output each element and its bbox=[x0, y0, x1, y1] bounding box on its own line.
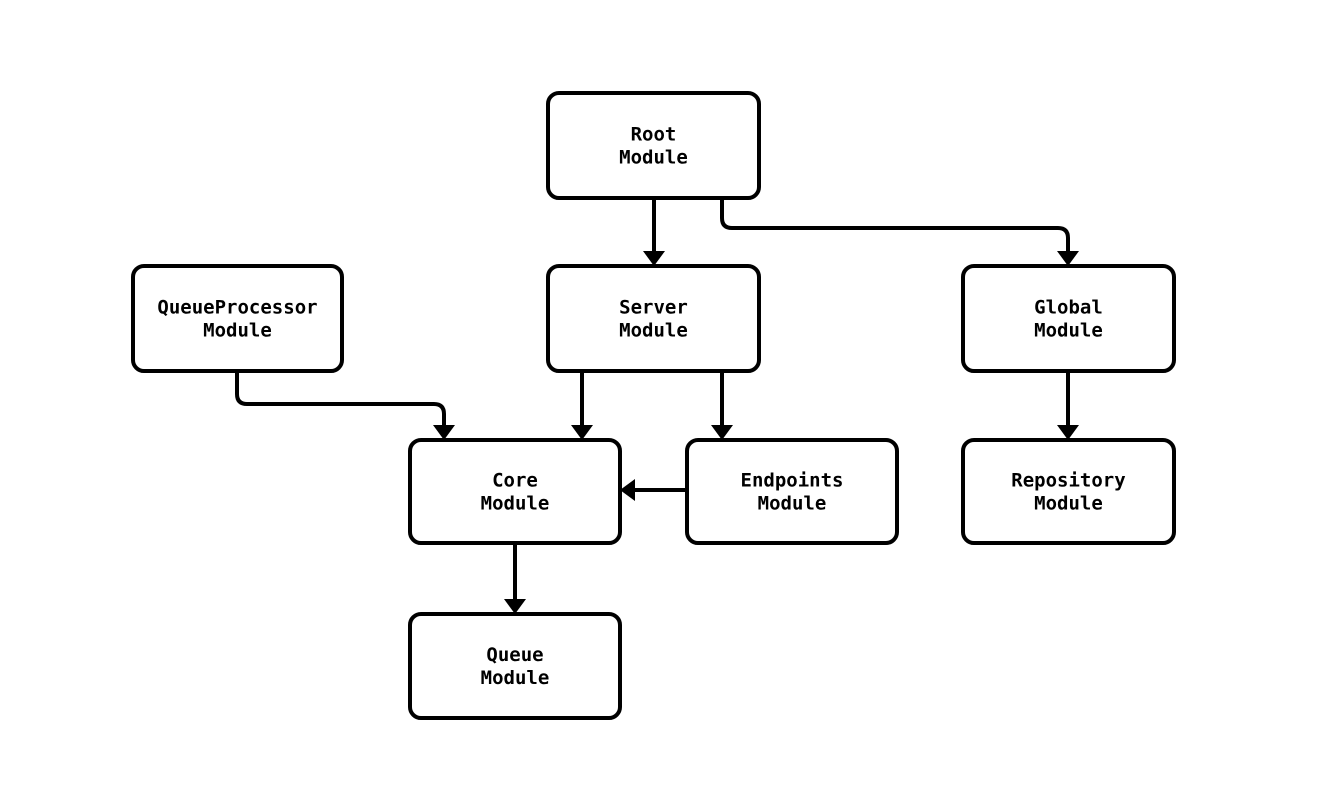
core-module-label-line2: Module bbox=[481, 492, 550, 514]
repository-module-box[interactable] bbox=[961, 438, 1176, 545]
endpoints-module-label-line1: Endpoints bbox=[741, 469, 844, 491]
edge-endpoints-to-core-arrowhead-icon bbox=[620, 479, 635, 501]
repository-module-label-line1: Repository bbox=[1011, 469, 1125, 491]
edge-root-to-server-arrowhead-icon bbox=[643, 251, 665, 266]
edge-root-to-global-arrowhead-icon bbox=[1057, 251, 1079, 266]
edge-queueprocessor-to-core-line bbox=[235, 371, 446, 425]
edge-server-to-endpoints bbox=[711, 371, 733, 440]
edge-queueprocessor-to-core-arrowhead-icon bbox=[433, 425, 455, 440]
global-module-label-line1: Global bbox=[1034, 296, 1103, 318]
core-module-box[interactable] bbox=[408, 438, 622, 545]
queueprocessor-module-box[interactable] bbox=[131, 264, 344, 373]
edge-endpoints-to-core bbox=[620, 479, 687, 501]
edge-root-to-global bbox=[720, 198, 1079, 266]
edge-root-to-server bbox=[643, 198, 665, 266]
endpoints-module-box[interactable] bbox=[685, 438, 899, 545]
root-module-label-line2: Module bbox=[619, 146, 688, 168]
edge-server-to-core bbox=[571, 371, 593, 440]
edge-server-to-endpoints-arrowhead-icon bbox=[711, 425, 733, 440]
edge-root-to-global-line bbox=[720, 198, 1070, 251]
core-module-label-line1: Core bbox=[492, 469, 538, 491]
server-module-label-line2: Module bbox=[619, 319, 688, 341]
edge-core-to-queue-arrowhead-icon bbox=[504, 599, 526, 614]
edge-core-to-queue bbox=[504, 543, 526, 614]
endpoints-module-label-line2: Module bbox=[758, 492, 827, 514]
root-module-box[interactable] bbox=[546, 91, 761, 200]
server-module-label-line1: Server bbox=[619, 296, 688, 318]
edge-queueprocessor-to-core bbox=[235, 371, 455, 440]
edges-layer bbox=[235, 198, 1079, 614]
queueprocessor-module-label-line1: QueueProcessor bbox=[157, 296, 317, 318]
global-module-label-line2: Module bbox=[1034, 319, 1103, 341]
queueprocessor-module-label-line2: Module bbox=[203, 319, 272, 341]
edge-server-to-core-arrowhead-icon bbox=[571, 425, 593, 440]
queue-module-label-line2: Module bbox=[481, 667, 550, 689]
global-module-box[interactable] bbox=[961, 264, 1176, 373]
queue-module-label-line1: Queue bbox=[486, 644, 543, 666]
edge-global-to-repository-arrowhead-icon bbox=[1057, 425, 1079, 440]
server-module-box[interactable] bbox=[546, 264, 761, 373]
root-module-label-line1: Root bbox=[631, 123, 677, 145]
repository-module-label-line2: Module bbox=[1034, 492, 1103, 514]
queue-module-box[interactable] bbox=[408, 612, 622, 720]
edge-global-to-repository bbox=[1057, 371, 1079, 440]
